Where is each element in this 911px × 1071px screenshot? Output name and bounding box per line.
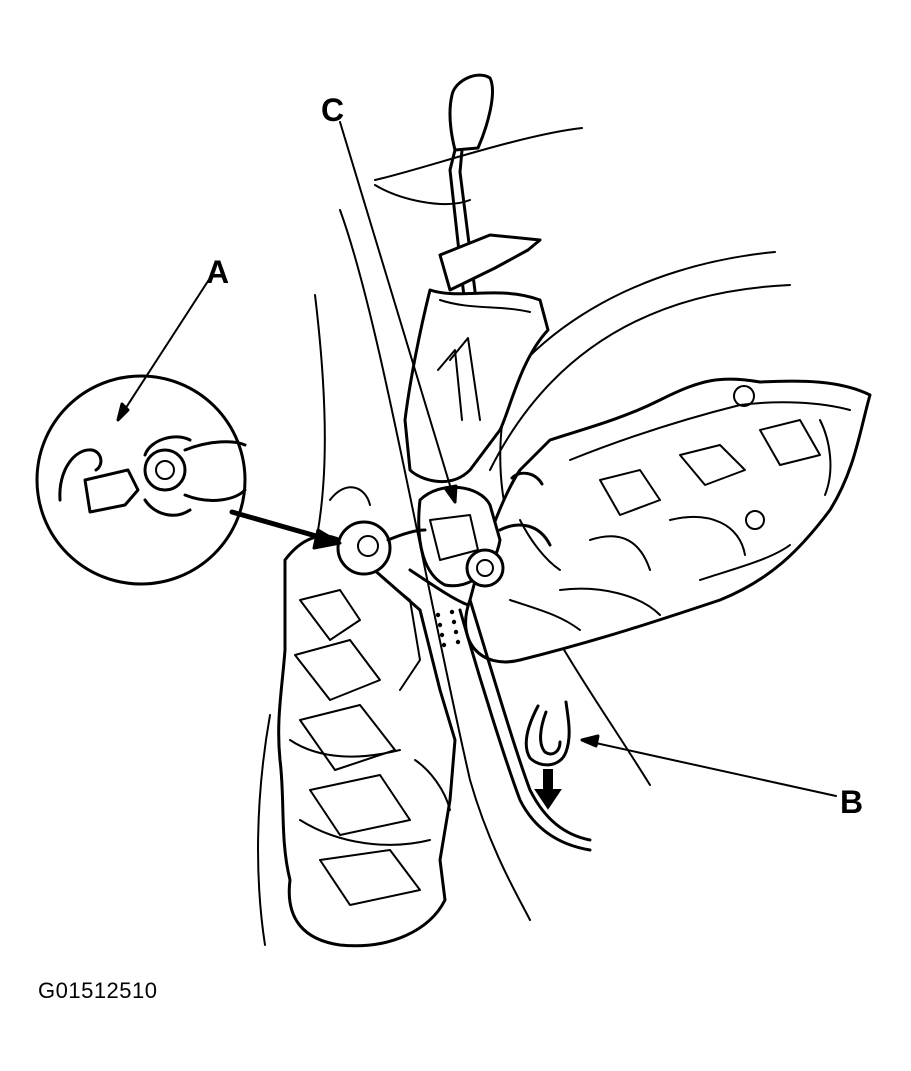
detail-view-circle bbox=[35, 374, 247, 586]
callout-label-b: B bbox=[840, 784, 864, 820]
hose-clamp-assembly bbox=[417, 471, 552, 588]
retaining-clip bbox=[524, 700, 571, 767]
figure-code: G01512510 bbox=[38, 978, 158, 1003]
callout-label-c: C bbox=[321, 92, 345, 128]
hose-line bbox=[408, 568, 592, 852]
leader-lines bbox=[116, 121, 837, 797]
bracket-column bbox=[403, 288, 550, 484]
hidden-line-dots bbox=[435, 609, 461, 648]
upper-rod-assembly bbox=[430, 73, 542, 342]
engine-block bbox=[277, 486, 457, 948]
heat-shield-panel bbox=[464, 377, 872, 664]
removal-direction-arrow bbox=[534, 769, 562, 810]
connector-fitting bbox=[336, 520, 427, 576]
callout-label-a: A bbox=[206, 254, 230, 290]
